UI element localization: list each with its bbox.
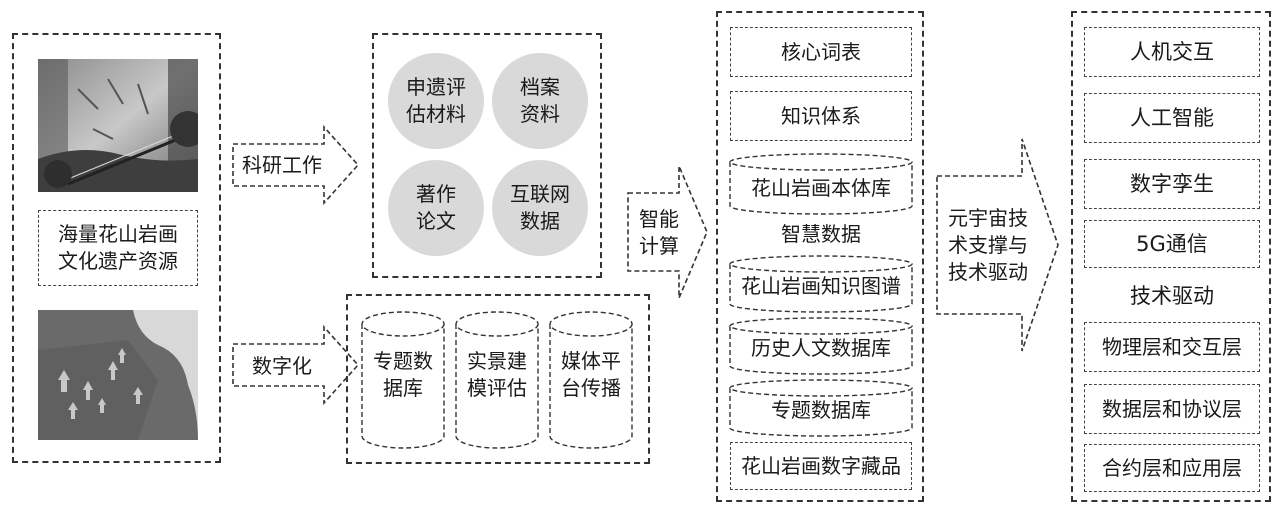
knowledge-system: 知识体系 (730, 91, 912, 141)
knowledge-graph-cylinder (729, 255, 913, 313)
cylinder-1 (361, 311, 445, 449)
ontology-label: 花山岩画本体库 (751, 175, 891, 200)
research-materials-box (372, 33, 602, 278)
core-vocabulary: 核心词表 (730, 27, 912, 77)
layer-physical: 物理层和交互层 (1084, 322, 1260, 372)
digital-collectibles: 花山岩画数字藏品 (730, 442, 912, 490)
knowledge-graph-label: 花山岩画知识图谱 (741, 273, 901, 298)
history-db-label: 历史人文数据库 (751, 335, 891, 360)
tech-ai: 人工智能 (1084, 93, 1260, 143)
tech-drive-box (1071, 11, 1271, 502)
material-circle-2: 档案 资料 (492, 53, 588, 149)
cylinder-2 (455, 311, 539, 449)
research-arrow (232, 124, 360, 206)
cliff-photo (38, 59, 198, 192)
cylinder-2-label: 实景建 模评估 (467, 349, 527, 400)
digitize-arrow (232, 324, 360, 406)
material-circle-3: 著作 论文 (388, 160, 484, 256)
digital-box (346, 294, 650, 464)
tech-5g: 5G通信 (1084, 220, 1260, 268)
research-arrow-label: 科研工作 (242, 152, 322, 177)
cylinder-3-label: 媒体平 台传播 (561, 349, 621, 400)
smart-data-box (716, 11, 924, 502)
layer-contract: 合约层和应用层 (1084, 444, 1260, 492)
smart-data-title: 智慧数据 (781, 221, 861, 246)
ontology-cylinder (729, 153, 913, 215)
tech-drive-title: 技术驱动 (1130, 283, 1214, 308)
metaverse-arrow-label: 元宇宙技 术支撑与 技术驱动 (948, 205, 1028, 284)
tech-hci: 人机交互 (1084, 27, 1260, 77)
compute-arrow-label: 智能 计算 (639, 207, 679, 258)
topic-db-cylinder (729, 379, 913, 437)
topic-db-label: 专题数据库 (771, 397, 871, 422)
compute-arrow (627, 165, 708, 299)
digitize-arrow-label: 数字化 (252, 353, 312, 378)
rock-painting-photo (38, 310, 198, 440)
heritage-caption: 海量花山岩画 文化遗产资源 (38, 210, 198, 286)
heritage-resources-box (12, 33, 221, 463)
history-db-cylinder (729, 317, 913, 375)
cylinder-1-label: 专题数 据库 (373, 349, 433, 400)
material-circle-4: 互联网 数据 (492, 160, 588, 256)
cylinder-3 (549, 311, 633, 449)
metaverse-arrow (936, 138, 1059, 352)
material-circle-1: 申遗评 估材料 (388, 53, 484, 149)
tech-digital-twin: 数字孪生 (1084, 159, 1260, 209)
layer-data: 数据层和协议层 (1084, 384, 1260, 434)
